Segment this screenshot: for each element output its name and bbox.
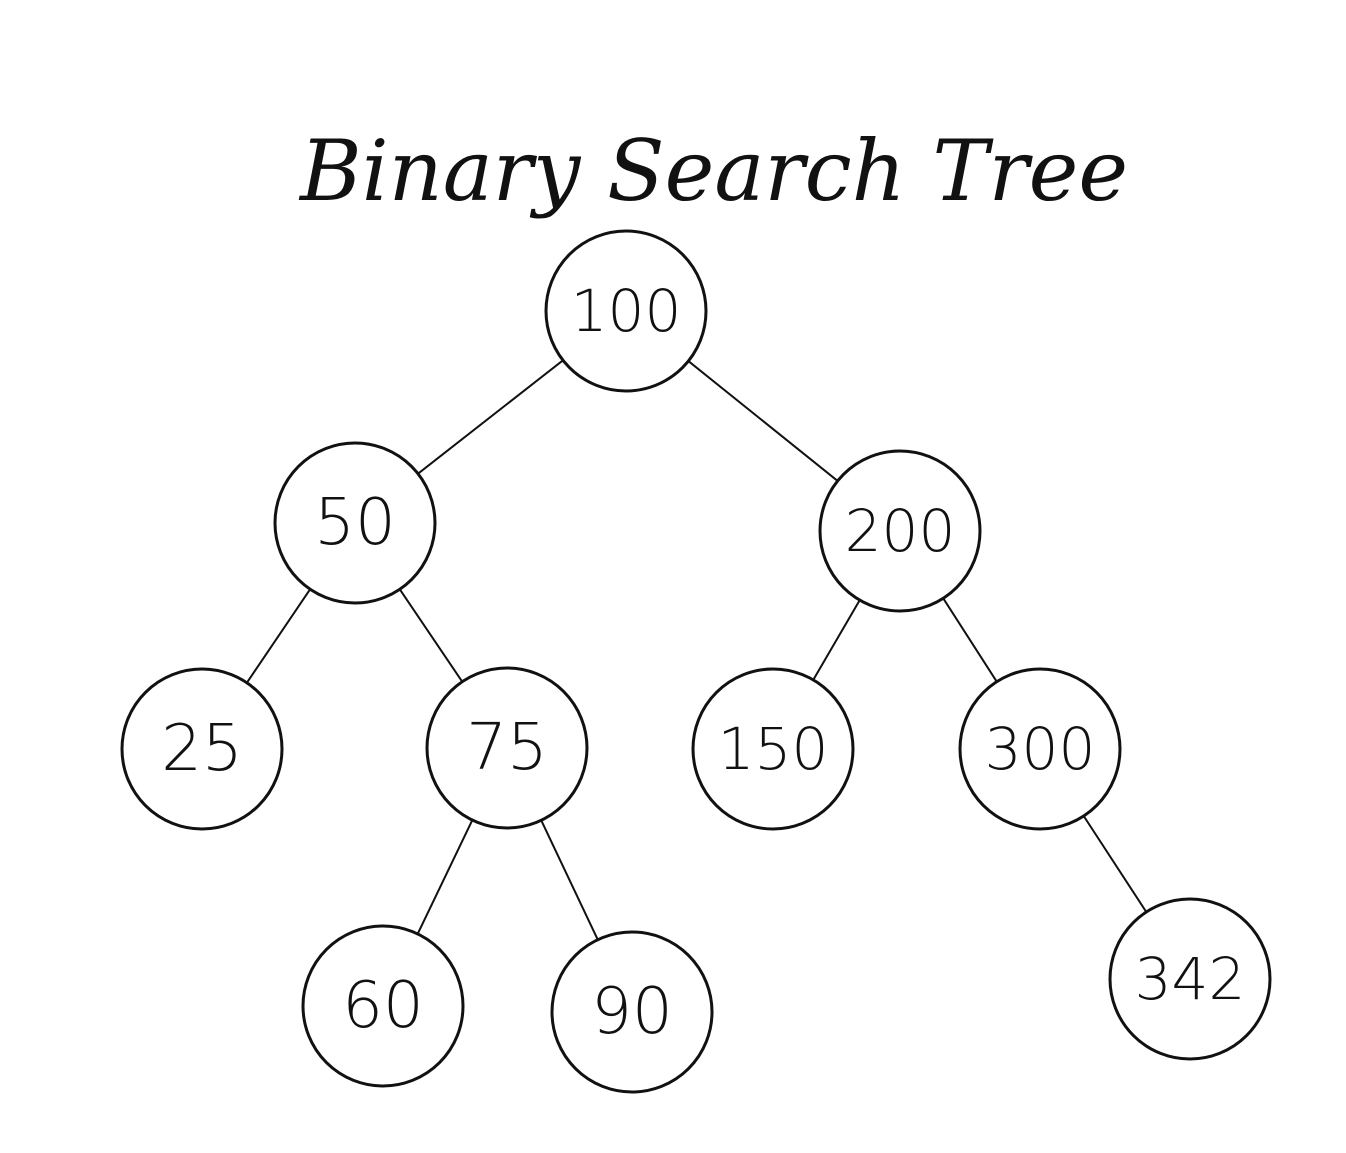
tree-node: 50	[273, 441, 437, 605]
tree-node-label: 300	[985, 715, 1096, 783]
tree-node-circle	[691, 667, 855, 831]
tree-edge	[398, 588, 464, 683]
tree-node-circle	[425, 666, 589, 830]
tree-node: 342	[1108, 897, 1272, 1061]
tree-edge	[812, 599, 861, 681]
edges-layer	[245, 359, 1148, 941]
tree-edge	[245, 588, 312, 684]
tree-node-circle	[120, 667, 284, 831]
tree-node-circle	[818, 449, 982, 613]
tree-edge	[417, 359, 564, 475]
tree-node-label: 60	[342, 969, 423, 1043]
tree-node-label: 50	[314, 486, 395, 560]
nodes-layer: 100 50 200 25 75 150 300 60 90 342	[120, 229, 1272, 1094]
tree-edge	[942, 597, 998, 683]
tree-edge	[1082, 815, 1148, 913]
tree-node-label: 342	[1135, 945, 1246, 1013]
tree-edge	[416, 819, 474, 935]
tree-node: 100	[544, 229, 708, 393]
tree-node: 75	[425, 666, 589, 830]
tree-node-label: 75	[466, 711, 547, 785]
diagram-title: Binary Search Tree	[298, 122, 1128, 220]
tree-node-circle	[301, 924, 465, 1088]
tree-edge	[687, 360, 839, 482]
tree-node: 25	[120, 667, 284, 831]
tree-edge	[540, 819, 599, 941]
tree-node-label: 200	[845, 497, 956, 565]
tree-node-label: 25	[161, 712, 242, 786]
tree-node: 150	[691, 667, 855, 831]
tree-node-circle	[958, 667, 1122, 831]
tree-node-circle	[544, 229, 708, 393]
tree-node-label: 100	[571, 277, 682, 345]
tree-node-label: 150	[718, 715, 829, 783]
tree-node: 200	[818, 449, 982, 613]
tree-node: 90	[550, 930, 714, 1094]
tree-node-circle	[550, 930, 714, 1094]
tree-node-label: 90	[591, 975, 672, 1049]
tree-node: 60	[301, 924, 465, 1088]
tree-node-circle	[273, 441, 437, 605]
tree-node: 300	[958, 667, 1122, 831]
tree-node-circle	[1108, 897, 1272, 1061]
